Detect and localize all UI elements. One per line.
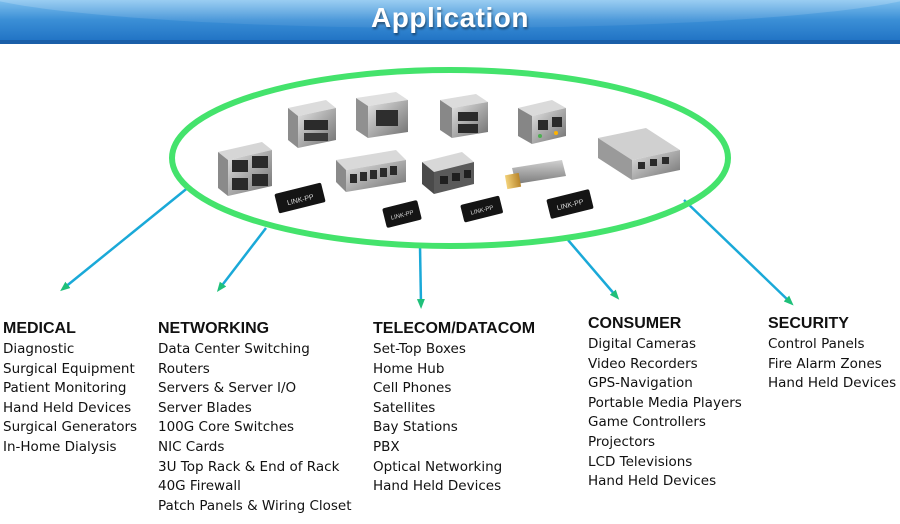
rj45-magjack — [440, 94, 488, 138]
rj45-right-gang-jack — [598, 128, 680, 180]
list-item: NIC Cards — [158, 438, 225, 455]
category-networking: NETWORKING Data Center Switching Routers… — [158, 318, 352, 516]
connector-telecom — [416, 245, 425, 309]
category-consumer: CONSUMER Digital Cameras Video Recorders… — [588, 313, 742, 492]
lan-transformer-chip: LINK-PP — [382, 200, 422, 228]
chip-label: LINK-PP — [390, 210, 414, 221]
rj45-top-jack — [356, 92, 408, 138]
list-item: 3U Top Rack & End of Rack — [158, 458, 340, 475]
connector-security — [683, 199, 794, 306]
banner-underline — [0, 40, 900, 44]
list-item: Portable Media Players — [588, 394, 742, 411]
header-banner: Application — [0, 0, 900, 44]
category-list: Control Panels Fire Alarm Zones Hand Hel… — [768, 335, 896, 394]
list-item: 100G Core Switches — [158, 419, 295, 436]
category-heading: MEDICAL — [3, 320, 76, 337]
list-item: Home Hub — [373, 360, 445, 377]
list-item: In-Home Dialysis — [3, 438, 117, 455]
category-security: SECURITY Control Panels Fire Alarm Zones… — [768, 313, 896, 394]
chip-label: LINK-PP — [470, 205, 494, 216]
rj45-stacked-jack — [218, 142, 272, 196]
list-item: Patch Panels & Wiring Closet — [158, 497, 352, 514]
list-item: Routers — [158, 360, 210, 377]
list-item: Hand Held Devices — [768, 375, 897, 392]
sfp-transceiver — [504, 160, 566, 190]
list-item: Digital Cameras — [588, 336, 697, 352]
connector-medical — [60, 185, 191, 292]
list-item: Bay Stations — [373, 419, 458, 436]
rj45-multiport-jack — [422, 152, 474, 194]
list-item: Game Controllers — [588, 414, 706, 431]
list-item: Hand Held Devices — [3, 399, 132, 416]
list-item: Fire Alarm Zones — [768, 355, 882, 372]
category-heading: SECURITY — [768, 315, 849, 332]
list-item: Server Blades — [158, 399, 252, 416]
product-images: LINK-PP LINK-PP LINK-PP LINK-PP — [218, 92, 680, 228]
list-item: Projectors — [588, 433, 656, 450]
list-item: Satellites — [373, 399, 436, 416]
list-item: Video Recorders — [588, 355, 698, 372]
category-list: Set-Top Boxes Home Hub Cell Phones Satel… — [373, 340, 535, 497]
category-heading: CONSUMER — [588, 315, 682, 332]
rj45-dual-jack — [518, 100, 566, 144]
list-item: Control Panels — [768, 336, 865, 352]
list-item: Hand Held Devices — [588, 473, 717, 490]
category-list: Diagnostic Surgical Equipment Patient Mo… — [3, 340, 137, 458]
category-list: Digital Cameras Video Recorders GPS-Navi… — [588, 335, 742, 492]
list-item: LCD Televisions — [588, 453, 693, 470]
list-item: Diagnostic — [3, 341, 75, 357]
lan-transformer-chip: LINK-PP — [460, 195, 503, 223]
rj45-gang-jack — [336, 150, 406, 192]
category-heading: NETWORKING — [158, 320, 270, 337]
product-ring — [169, 67, 731, 249]
page-title: Application — [371, 2, 529, 33]
list-item: Servers & Server I/O — [158, 380, 297, 397]
category-medical: MEDICAL Diagnostic Surgical Equipment Pa… — [3, 318, 137, 458]
list-item: Data Center Switching — [158, 341, 310, 357]
list-item: Cell Phones — [373, 380, 452, 397]
connector-consumer — [567, 239, 620, 300]
list-item: Surgical Generators — [3, 419, 138, 436]
list-item: PBX — [373, 438, 400, 455]
lan-transformer-chip: LINK-PP — [274, 182, 326, 214]
list-item: Patient Monitoring — [3, 380, 127, 397]
category-telecom-datacom: TELECOM/DATACOM Set-Top Boxes Home Hub C… — [373, 318, 535, 497]
list-item: Surgical Equipment — [3, 360, 135, 377]
connectors — [60, 185, 794, 309]
lan-transformer-chip: LINK-PP — [546, 189, 594, 219]
list-item: GPS-Navigation — [588, 375, 693, 392]
category-list: Data Center Switching Routers Servers & … — [158, 340, 352, 516]
list-item: 40G Firewall — [158, 478, 241, 495]
list-item: Hand Held Devices — [373, 478, 502, 495]
category-heading: TELECOM/DATACOM — [373, 320, 536, 337]
connector-networking — [216, 227, 267, 292]
rj45-shielded-jack — [288, 100, 336, 148]
list-item: Optical Networking — [373, 458, 503, 475]
list-item: Set-Top Boxes — [373, 341, 466, 357]
